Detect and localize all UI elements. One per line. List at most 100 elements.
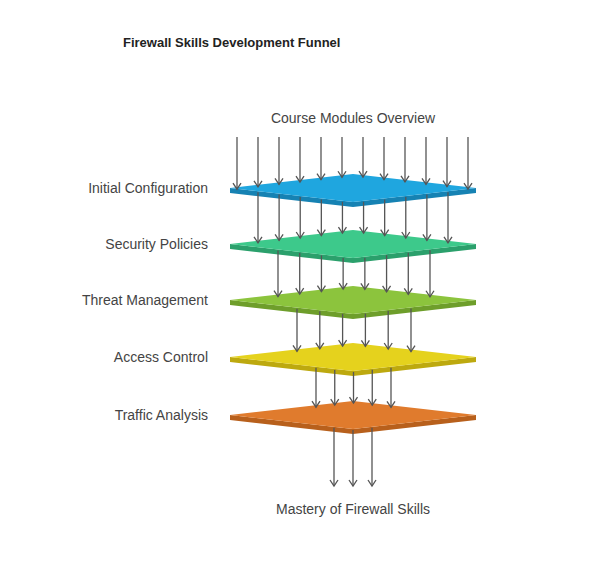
flow-arrow xyxy=(321,199,322,235)
flow-arrowhead xyxy=(407,346,415,352)
flow-arrowhead xyxy=(293,345,301,351)
flow-arrow xyxy=(333,428,334,486)
plate-top xyxy=(230,230,476,258)
flow-arrow xyxy=(277,250,278,296)
flow-arrowhead xyxy=(422,178,430,184)
flow-arrow xyxy=(278,195,279,241)
flow-arrowhead xyxy=(359,171,367,177)
flow-arrowhead xyxy=(360,227,368,233)
flow-arrow xyxy=(341,137,342,177)
flow-arrowhead xyxy=(339,340,347,346)
flow-label: Course Modules Overview xyxy=(271,110,435,126)
layer-label: Threat Management xyxy=(82,282,208,318)
flow-arrow xyxy=(278,137,279,184)
flow-arrowhead xyxy=(383,286,391,292)
flow-arrow xyxy=(372,370,373,405)
flow-arrow xyxy=(363,202,364,233)
flow-arrowhead xyxy=(296,176,304,182)
flow-arrow xyxy=(319,311,320,349)
layer-plate xyxy=(228,170,478,210)
flow-arrow xyxy=(386,255,387,292)
flow-arrow xyxy=(467,137,468,189)
flow-arrowhead xyxy=(254,181,262,187)
flow-arrow xyxy=(390,368,391,408)
flow-arrow xyxy=(334,370,335,405)
flow-arrow xyxy=(299,137,300,182)
plate-top xyxy=(230,401,476,429)
plate-top xyxy=(230,286,476,314)
layer-plate xyxy=(228,282,478,322)
flow-arrow xyxy=(257,137,258,187)
flow-arrow xyxy=(426,195,427,241)
flow-arrowhead xyxy=(384,343,392,349)
plate-top xyxy=(230,343,476,371)
flow-arrowhead xyxy=(380,174,388,180)
flow-arrowhead xyxy=(361,283,369,289)
layer-plate xyxy=(228,397,478,437)
layer-label: Initial Configuration xyxy=(88,170,208,206)
flow-arrow xyxy=(321,255,322,291)
layer-label: Security Policies xyxy=(105,226,208,262)
flow-arrow xyxy=(383,137,384,180)
flow-arrowhead xyxy=(339,283,347,289)
flow-arrow xyxy=(362,137,363,177)
flow-arrowhead xyxy=(368,399,376,405)
flow-arrowhead xyxy=(368,480,376,486)
flow-arrow xyxy=(342,314,343,346)
funnel-layer: Traffic Analysis xyxy=(0,397,600,433)
layer-label: Traffic Analysis xyxy=(115,397,208,433)
flow-arrow xyxy=(257,192,258,243)
flow-arrowhead xyxy=(274,291,282,297)
plate-top xyxy=(230,174,476,202)
flow-arrow xyxy=(404,137,405,182)
flow-arrowhead xyxy=(423,234,431,240)
flow-arrowhead xyxy=(444,237,452,243)
layer-plate xyxy=(228,339,478,379)
flow-arrow xyxy=(315,368,316,407)
flow-arrowhead xyxy=(317,174,325,180)
flow-arrow xyxy=(410,308,411,351)
flow-arrow xyxy=(408,253,409,295)
flow-arrowhead xyxy=(361,340,369,346)
flow-arrow xyxy=(429,250,430,297)
flow-arrowhead xyxy=(443,181,451,187)
flow-arrow xyxy=(296,309,297,352)
flow-arrow xyxy=(342,202,343,233)
flow-arrowhead xyxy=(331,399,339,405)
diagram-title: Firewall Skills Development Funnel xyxy=(123,35,340,50)
layer-plate xyxy=(228,226,478,266)
funnel-layer: Security Policies xyxy=(0,226,600,262)
flow-arrowhead xyxy=(381,230,389,236)
flow-arrow xyxy=(384,199,385,235)
flow-arrowhead xyxy=(404,288,412,294)
flow-arrowhead xyxy=(296,288,304,294)
flow-arrowhead xyxy=(338,171,346,177)
layer-label: Access Control xyxy=(114,339,208,375)
flow-arrowhead xyxy=(275,178,283,184)
flow-arrowhead xyxy=(316,343,324,349)
flow-arrowhead xyxy=(296,232,304,238)
flow-arrowhead xyxy=(330,480,338,486)
flow-arrowhead xyxy=(350,397,358,403)
flow-arrow xyxy=(320,137,321,180)
flow-arrow xyxy=(236,137,237,189)
flow-arrow xyxy=(364,258,365,290)
flow-arrowhead xyxy=(254,237,262,243)
funnel-layer: Access Control xyxy=(0,339,600,375)
flow-arrow xyxy=(300,197,301,238)
flow-arrowhead xyxy=(312,401,320,407)
flow-arrow xyxy=(371,428,372,486)
flow-arrow xyxy=(299,253,300,294)
flow-arrowhead xyxy=(233,183,241,189)
flow-arrow xyxy=(353,372,354,403)
flow-arrowhead xyxy=(275,234,283,240)
flow-arrowhead xyxy=(338,227,346,233)
flow-label: Mastery of Firewall Skills xyxy=(276,501,430,517)
flow-arrow xyxy=(388,311,389,349)
flow-arrowhead xyxy=(402,232,410,238)
flow-arrowhead xyxy=(401,176,409,182)
flow-arrowhead xyxy=(464,183,472,189)
flow-arrowhead xyxy=(317,230,325,236)
flow-arrow xyxy=(365,314,366,347)
